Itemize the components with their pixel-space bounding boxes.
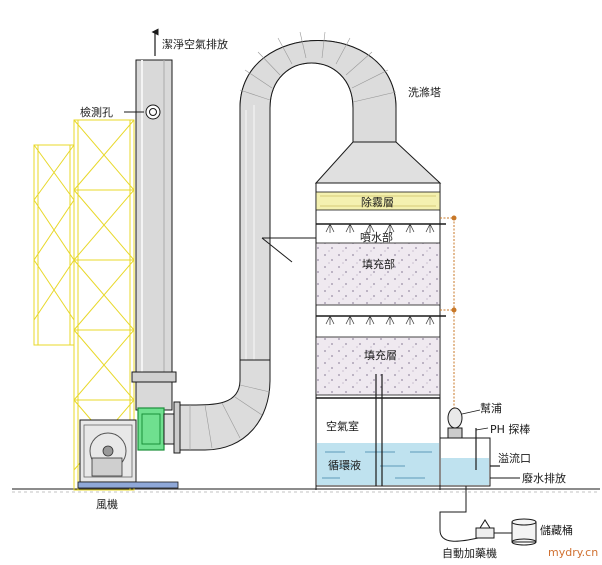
label-ph-probe: PH 探棒 bbox=[490, 422, 530, 436]
label-spray-section: 噴水部 bbox=[360, 230, 393, 244]
storage-tank-icon bbox=[511, 518, 537, 546]
pump-icon bbox=[440, 407, 463, 439]
label-demister: 除霧層 bbox=[361, 195, 394, 209]
label-storage-tank: 儲藏桶 bbox=[540, 523, 573, 537]
label-overflow-port: 溢流口 bbox=[498, 451, 531, 465]
dosing-machine-icon bbox=[475, 519, 512, 539]
lower-duct bbox=[173, 359, 271, 454]
label-circulating-liquid: 循環液 bbox=[328, 458, 361, 472]
leader-lines bbox=[261, 237, 316, 263]
label-pump: 幫浦 bbox=[480, 401, 502, 415]
label-waste-water-discharge: 廢水排放 bbox=[522, 471, 566, 485]
label-packing-layer: 填充層 bbox=[364, 348, 397, 362]
label-air-chamber: 空氣室 bbox=[326, 419, 359, 433]
gooseneck-duct bbox=[239, 31, 397, 360]
label-inspection-hole: 檢測孔 bbox=[80, 105, 113, 119]
label-packing-section: 填充部 bbox=[362, 257, 395, 271]
watermark: mydry.cn bbox=[548, 546, 598, 559]
pipe-valves bbox=[451, 215, 457, 313]
fan-icon bbox=[77, 407, 179, 489]
support-structure bbox=[33, 119, 135, 491]
drain-pipe bbox=[439, 477, 520, 542]
ph-probe-box bbox=[439, 428, 500, 487]
label-washing-tower: 洗滌塔 bbox=[408, 85, 441, 99]
scrubber-tower bbox=[314, 141, 446, 490]
label-auto-dosing-machine: 自動加藥機 bbox=[442, 546, 497, 560]
inspection-hole-icon bbox=[124, 104, 161, 120]
label-fan: 風機 bbox=[96, 497, 118, 511]
label-clean-air-exhaust: 潔淨空氣排放 bbox=[162, 37, 228, 51]
